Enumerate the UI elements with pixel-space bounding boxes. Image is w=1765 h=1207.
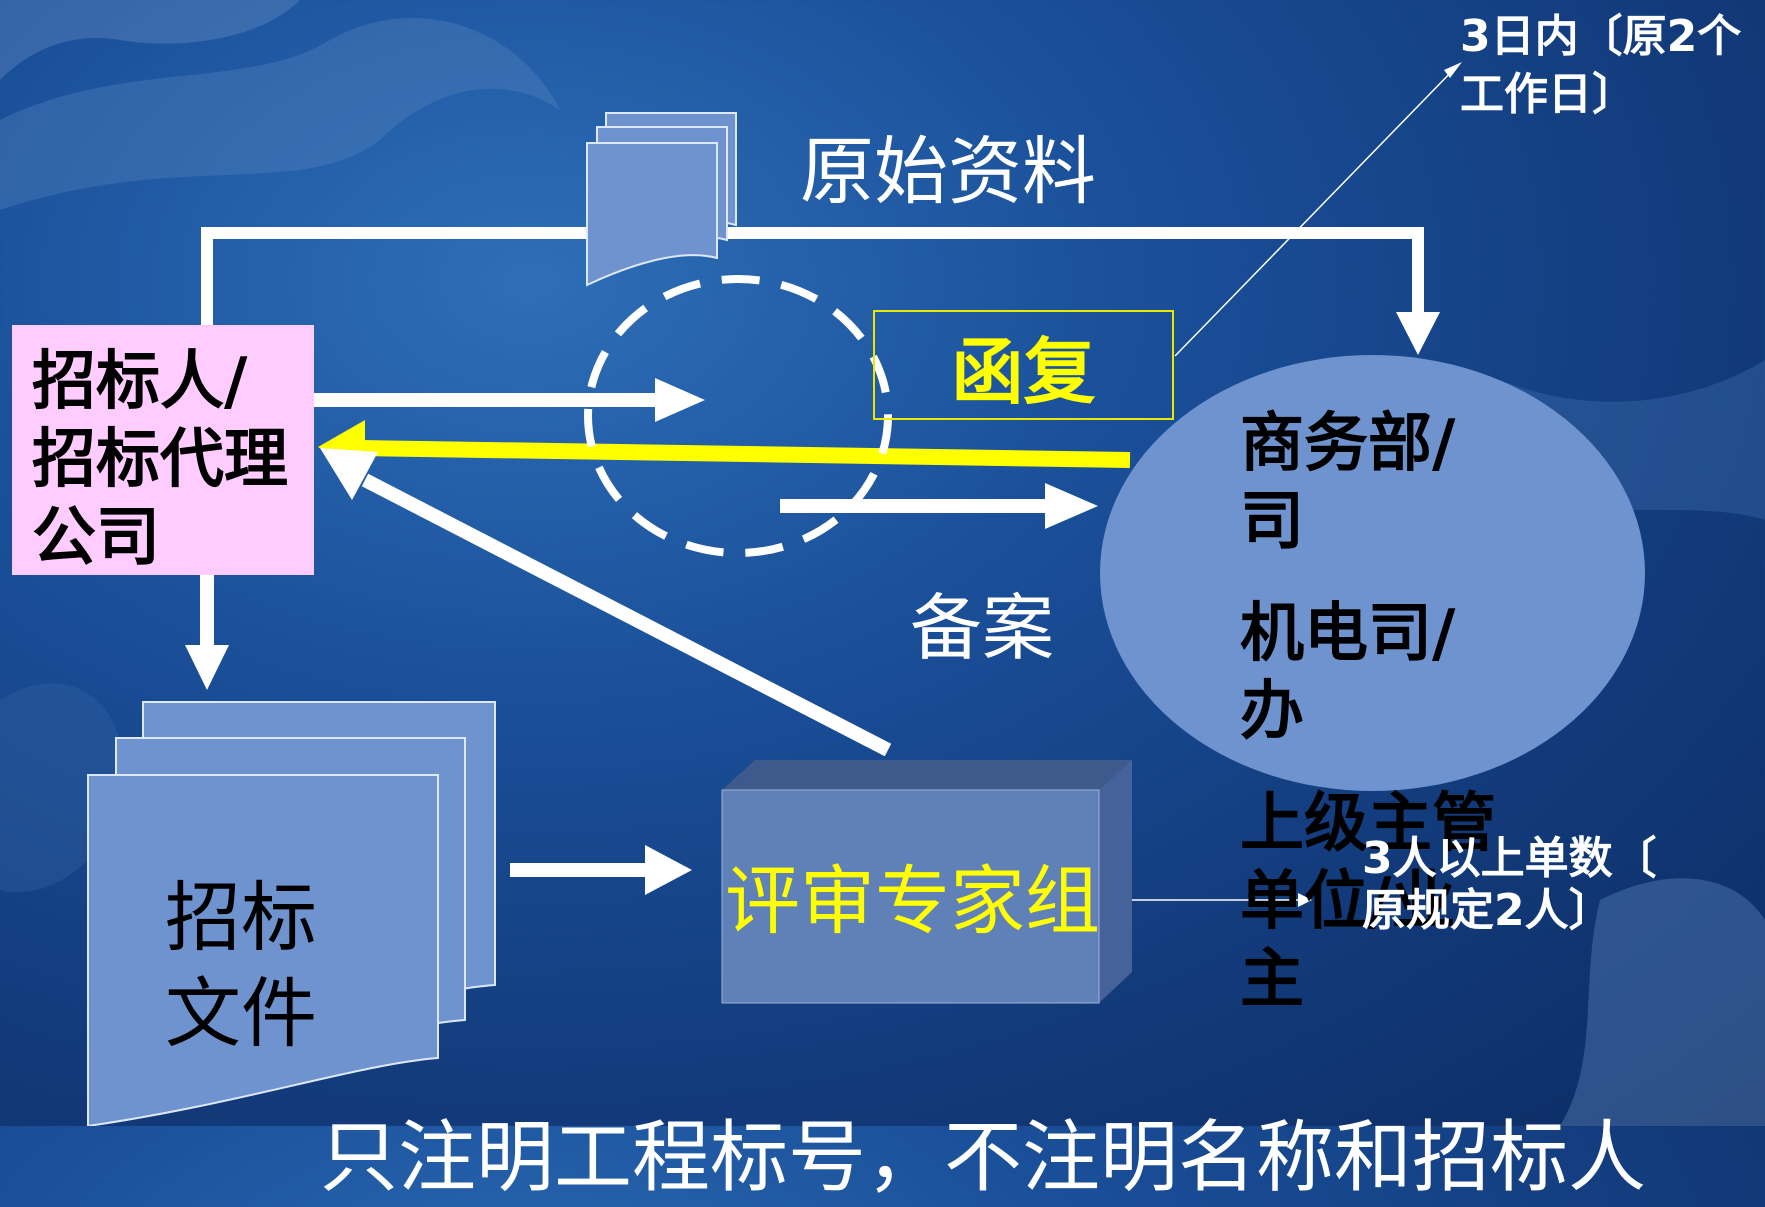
- department-line-4: 办: [1240, 675, 1304, 749]
- record-arrowhead: [1045, 483, 1098, 529]
- note-bottom: 3人以上单数〔 原规定2人〕: [1362, 833, 1657, 937]
- record-label: 备案: [910, 586, 1055, 670]
- department-line-7: 主: [1240, 943, 1304, 1017]
- expert-return-arrowhead: [320, 448, 378, 500]
- submit-arrowhead: [655, 378, 705, 422]
- note-top-pointer: [1174, 64, 1459, 357]
- down-arrowhead: [185, 645, 229, 690]
- review-dashed-circle: [584, 275, 892, 557]
- department-line-1: 商务部/: [1240, 407, 1456, 481]
- tenderer-box: 招标人/ 招标代理 公司: [12, 325, 314, 575]
- department-line-5: 上级主管: [1240, 787, 1496, 861]
- tender-documents-icon: [87, 701, 496, 1126]
- source-documents-icon: [586, 112, 737, 287]
- note-bottom-line-1: 3人以上单数〔: [1362, 833, 1657, 884]
- tenderer-line-3: 公司: [32, 501, 160, 575]
- department-line-3: 机电司/: [1240, 597, 1456, 671]
- top-flow-arrowhead: [1396, 312, 1440, 355]
- department-line-6: 单位/业: [1240, 865, 1456, 939]
- flow-arrows: [87, 64, 1459, 1126]
- note-top-line-2: 工作日〕: [1460, 69, 1636, 120]
- note-bottom-line-2: 原规定2人〕: [1362, 885, 1613, 936]
- reply-label: 函复: [951, 329, 1096, 414]
- tenderer-line-2: 招标代理: [32, 423, 288, 497]
- docs-to-expert-arrowhead: [645, 845, 692, 895]
- reply-box: 函复: [873, 310, 1174, 420]
- note-top: 3日内〔原2个 工作日〕: [1460, 8, 1741, 124]
- bottom-caption: 只注明工程标号，不注明名称和招标人: [320, 1113, 1647, 1203]
- tender-docs-line-1: 招标: [165, 873, 317, 962]
- department-line-2: 司: [1240, 485, 1304, 559]
- expert-group-label: 评审专家组: [725, 857, 1101, 945]
- tenderer-line-1: 招标人/: [32, 345, 248, 419]
- department-ellipse: [1100, 355, 1645, 791]
- expert-group-box: [721, 760, 1132, 1004]
- tender-docs-line-2: 文件: [165, 969, 317, 1058]
- note-top-line-1: 3日内〔原2个: [1460, 11, 1742, 62]
- expert-return-line: [361, 473, 892, 757]
- reply-arrow-line: [359, 440, 1131, 468]
- source-docs-label: 原始资料: [800, 129, 1096, 215]
- department-text: 商务部/ 司 机电司/ 办 上级主管 单位/业 主: [1240, 405, 1540, 1019]
- top-flow-line: [201, 227, 1424, 326]
- tender-docs-label: 招标 文件: [165, 870, 317, 1062]
